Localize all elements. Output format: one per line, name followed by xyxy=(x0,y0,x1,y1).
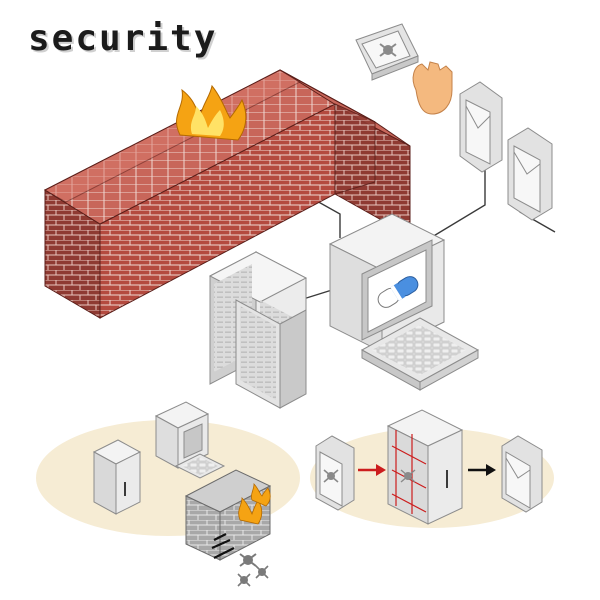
hand-pointer-icon xyxy=(355,23,453,115)
virus-skull-icon xyxy=(379,43,397,57)
virus-skull-icon xyxy=(237,553,269,587)
document-envelope-icon xyxy=(501,435,543,513)
black-arrow-icon xyxy=(468,464,496,476)
pill-capsule-icon xyxy=(377,276,419,308)
scanner-box-icon xyxy=(386,409,464,525)
server-tower-icon xyxy=(208,251,308,409)
server-tower-icon xyxy=(92,439,142,515)
fire-icon xyxy=(238,483,271,525)
crt-computer-icon xyxy=(154,401,226,479)
page-title: security xyxy=(28,18,218,59)
scanning-scene xyxy=(310,409,554,528)
attack-arrows xyxy=(211,533,235,559)
document-envelope-icon xyxy=(459,81,553,221)
fire-icon xyxy=(176,84,247,141)
virus-skull-icon xyxy=(323,469,339,483)
keyboard-icon xyxy=(360,317,480,391)
brick-firewall xyxy=(43,69,411,319)
infected-network-scene xyxy=(36,401,300,587)
red-arrow-icon xyxy=(358,464,386,476)
